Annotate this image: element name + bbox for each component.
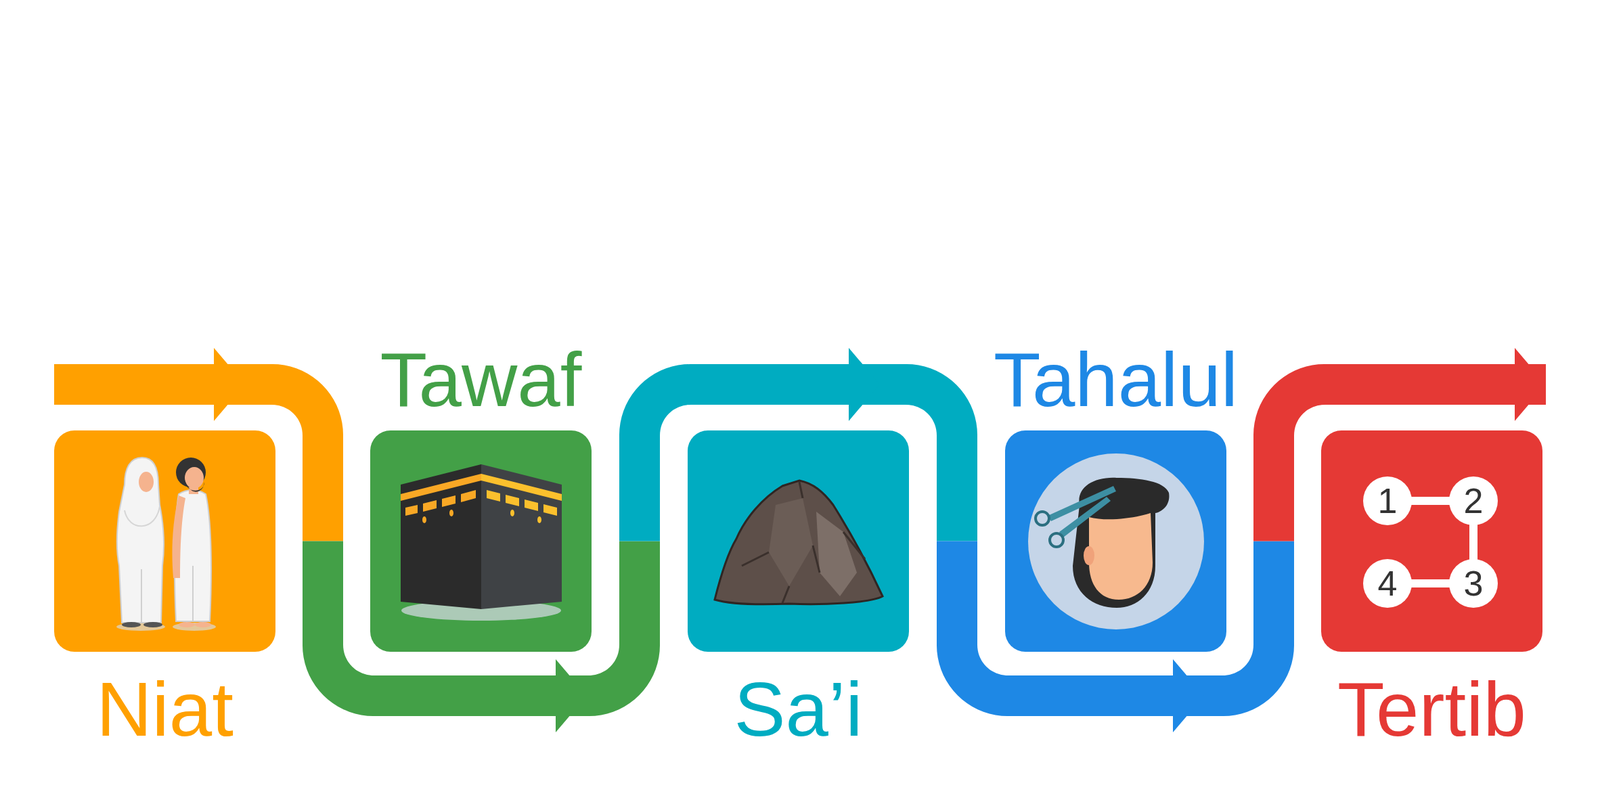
icon-part <box>405 504 418 516</box>
icon-part <box>524 499 539 511</box>
order-icon <box>1321 430 1543 652</box>
icon-part <box>423 500 437 512</box>
icon-part <box>117 457 164 623</box>
icon-part <box>768 498 813 587</box>
icon-part <box>510 509 515 517</box>
step-label: Tahalul <box>993 332 1238 428</box>
step-box <box>687 430 909 652</box>
step-node: 1 2 4 3Tertib <box>1321 430 1543 757</box>
icon-part <box>460 490 476 503</box>
step-node: Tahalul <box>1005 332 1227 652</box>
arrow-head <box>1172 659 1205 733</box>
icon-part <box>194 621 212 628</box>
step-box: 1 2 4 3 <box>1321 430 1543 652</box>
icon-part <box>1028 453 1205 630</box>
icon-part <box>1072 477 1169 608</box>
icon-part <box>178 621 195 628</box>
step-box <box>370 430 592 652</box>
icon-part <box>741 481 865 604</box>
icon-part <box>1363 476 1412 526</box>
arrow-head <box>1514 347 1546 421</box>
icon-part <box>124 506 160 526</box>
step-box <box>54 430 276 652</box>
lead-in-head <box>213 347 246 421</box>
number-slot: 1 <box>1363 476 1412 526</box>
icon-part <box>481 464 562 610</box>
rock-icon <box>687 430 909 652</box>
icon-part <box>1035 511 1050 526</box>
icon-part <box>422 516 427 524</box>
icon-part <box>537 516 542 524</box>
icon-part <box>1449 559 1498 608</box>
number-slot: 4 <box>1363 559 1412 608</box>
flow-arrow <box>1204 347 1546 696</box>
step-label: Niat <box>96 661 234 757</box>
icon-part <box>172 622 216 631</box>
icon-part <box>400 464 482 610</box>
icon-part <box>121 621 141 628</box>
icon-part <box>171 495 186 579</box>
icon-part <box>543 504 558 516</box>
pilgrims-icon <box>54 430 276 652</box>
step-number: 4 <box>1378 565 1398 602</box>
icon-part <box>1363 559 1412 608</box>
icon-part <box>714 480 883 605</box>
arrow-head <box>555 659 587 733</box>
step-node: Sa’i <box>687 430 909 757</box>
flow-segment <box>586 541 640 697</box>
icon-part <box>1089 513 1153 600</box>
step-number: 3 <box>1463 565 1484 602</box>
icon-part <box>505 494 520 507</box>
step-number: 2 <box>1463 483 1484 519</box>
icon-part <box>138 471 154 493</box>
icon-part <box>184 467 204 489</box>
icon-part <box>192 565 194 622</box>
step-node: Niat <box>54 430 276 757</box>
haircut-icon <box>1005 430 1227 652</box>
icon-part <box>816 511 857 597</box>
icon-part <box>1083 546 1095 566</box>
arrow-head <box>848 347 880 421</box>
icon-part <box>1059 496 1111 538</box>
icon-part <box>1049 533 1064 547</box>
number-slot: 2 <box>1449 476 1498 526</box>
step-node: Tawaf <box>370 332 592 652</box>
icon-part <box>1449 476 1498 526</box>
icon-part <box>481 473 562 501</box>
step-box <box>1005 430 1227 652</box>
lead-in-arrow <box>54 347 246 421</box>
icon-part <box>116 622 166 631</box>
step-label: Tertib <box>1337 661 1527 757</box>
icon-part <box>184 477 205 493</box>
step-label: Sa’i <box>733 661 863 757</box>
icon-part <box>486 490 501 502</box>
icon-part <box>143 621 163 628</box>
step-label: Tawaf <box>380 332 583 428</box>
icon-part <box>441 495 456 507</box>
icon-part <box>449 509 454 517</box>
icon-part <box>140 569 143 623</box>
step-number: 1 <box>1378 483 1398 519</box>
number-slot: 3 <box>1449 559 1498 608</box>
kaaba-icon <box>370 430 592 652</box>
